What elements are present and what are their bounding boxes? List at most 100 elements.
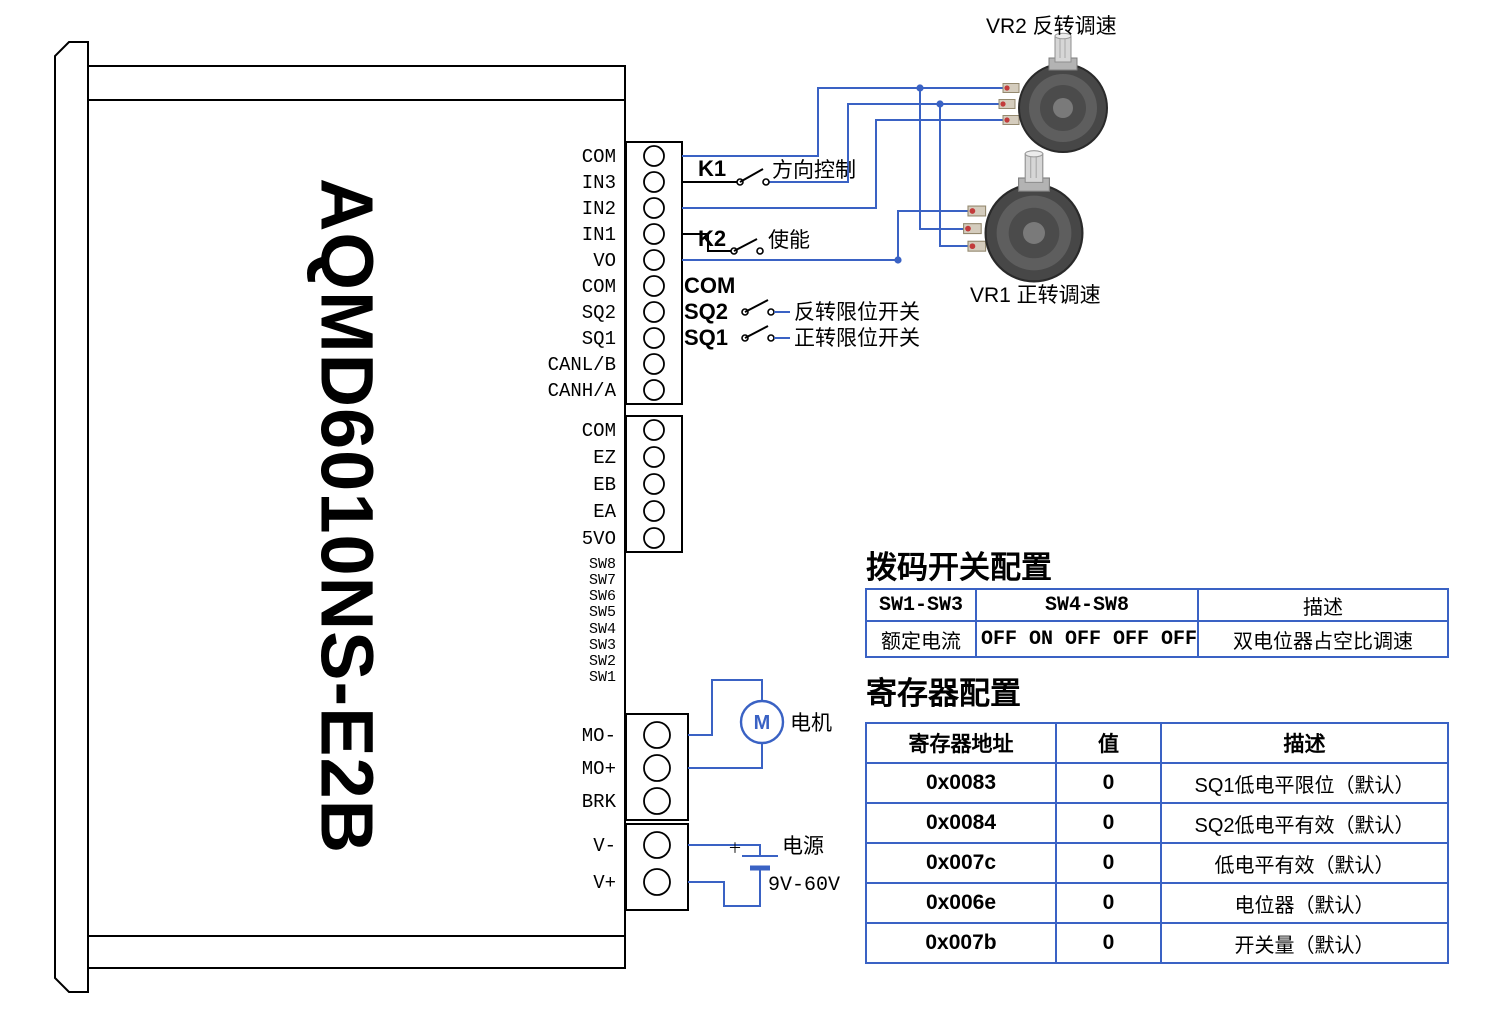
motor-terminal-block: MO- MO+ BRK — [582, 713, 689, 821]
dip-label: SW7 — [589, 572, 616, 589]
dip-label: SW6 — [589, 588, 616, 605]
table-cell: OFF ON OFF OFF OFF — [975, 620, 1199, 658]
table-cell: 0 — [1055, 802, 1162, 844]
device-body — [87, 65, 626, 969]
dip-label: SW4 — [589, 621, 616, 638]
table-cell: 低电平有效（默认） — [1160, 842, 1449, 884]
sq1-switch: SQ1 正转限位开关 — [684, 325, 920, 350]
device-flange — [54, 41, 89, 993]
pin-label: MO- — [582, 725, 616, 747]
pin-label: CANH/A — [548, 380, 617, 402]
vr2-label: VR2 反转调速 — [986, 15, 1117, 38]
pin-label: EB — [593, 474, 616, 496]
dip-label: SW5 — [589, 604, 616, 621]
table-cell: SQ1低电平限位（默认） — [1160, 762, 1449, 804]
table-header-cell: SW1-SW3 — [865, 588, 977, 622]
table-cell: 0x0084 — [865, 802, 1057, 844]
k1-description: 方向控制 — [772, 159, 856, 182]
table-header-cell: 值 — [1055, 722, 1162, 764]
k2-switch: K2 使能 — [682, 226, 810, 255]
pin-label: IN2 — [582, 198, 616, 220]
table-row: 0x007c 0 低电平有效（默认） — [865, 842, 1449, 884]
motor-symbol: M 电机 — [688, 679, 832, 769]
signal-wires — [682, 84, 1004, 264]
pin-label: V- — [593, 835, 616, 857]
table-cell: SQ2低电平有效（默认） — [1160, 802, 1449, 844]
table-row: 0x0084 0 SQ2低电平有效（默认） — [865, 802, 1449, 844]
pin-label: EZ — [593, 447, 616, 469]
vr1-potentiometer: VR1 正转调速 — [962, 149, 1101, 307]
pin-label: MO+ — [582, 758, 616, 780]
device-model: AQMD6010NS-E2B — [305, 177, 389, 855]
register-table: 寄存器地址 值 描述 0x0083 0 SQ1低电平限位（默认） 0x0084 … — [865, 722, 1449, 964]
table-row: 额定电流 OFF ON OFF OFF OFF 双电位器占空比调速 — [865, 620, 1449, 658]
k1-switch: K1 方向控制 — [682, 156, 856, 186]
k1-label: K1 — [698, 156, 726, 181]
table-header-row: 寄存器地址 值 描述 — [865, 722, 1449, 764]
motor-m: M — [754, 712, 771, 734]
table-cell: 0x006e — [865, 882, 1057, 924]
pin-label: COM — [582, 420, 616, 442]
encoder-terminal-block: COM EZ EB EA 5VO — [582, 415, 683, 553]
table-cell: 电位器（默认） — [1160, 882, 1449, 924]
pin-label: COM — [582, 146, 616, 168]
pin-label: V+ — [593, 872, 616, 894]
table-cell: 0 — [1055, 882, 1162, 924]
power-range: 9V-60V — [768, 874, 840, 897]
dip-label: SW2 — [589, 653, 616, 670]
pin-label: VO — [593, 250, 616, 272]
pin-label: 5VO — [582, 528, 616, 550]
dip-switch-labels: SW8 SW7 SW6 SW5 SW4 SW3 SW2 SW1 — [589, 556, 616, 686]
com-label: COM — [684, 273, 735, 298]
dip-label: SW1 — [589, 669, 616, 686]
table-cell: 0x007c — [865, 842, 1057, 884]
table-cell: 0x0083 — [865, 762, 1057, 804]
sq2-switch: SQ2 反转限位开关 — [684, 299, 920, 324]
dip-label: SW8 — [589, 556, 616, 573]
wire-junction — [894, 256, 902, 264]
pin-label: BRK — [582, 791, 617, 813]
pin-label: SQ1 — [582, 328, 616, 350]
wire-junction — [936, 100, 944, 108]
sq1-label: SQ1 — [684, 325, 728, 350]
pin-label: IN3 — [582, 172, 616, 194]
table-row: 0x0083 0 SQ1低电平限位（默认） — [865, 762, 1449, 804]
battery-symbol: ＋ 电源 9V-60V — [688, 835, 840, 907]
battery-plus: ＋ — [728, 840, 742, 856]
table-cell: 额定电流 — [865, 620, 977, 658]
io-terminal-block: COM IN3 IN2 IN1 VO COM SQ2 SQ1 CANL/B CA… — [548, 141, 683, 405]
table-cell: 开关量（默认） — [1160, 922, 1449, 964]
pin-label: SQ2 — [582, 302, 616, 324]
table-cell: 0 — [1055, 762, 1162, 804]
motor-label: 电机 — [790, 712, 832, 735]
sq2-label: SQ2 — [684, 299, 728, 324]
table-cell: 0 — [1055, 842, 1162, 884]
register-table-title: 寄存器配置 — [866, 676, 1021, 711]
power-label: 电源 — [782, 835, 824, 858]
table-header-cell: 描述 — [1197, 588, 1449, 622]
table-cell: 双电位器占空比调速 — [1197, 620, 1449, 658]
vr1-label: VR1 正转调速 — [970, 284, 1101, 307]
table-row: 0x007b 0 开关量（默认） — [865, 922, 1449, 964]
sq1-description: 正转限位开关 — [794, 327, 920, 350]
pin-label: IN1 — [582, 224, 616, 246]
pin-label: CANL/B — [548, 354, 616, 376]
table-row: 0x006e 0 电位器（默认） — [865, 882, 1449, 924]
table-header-row: SW1-SW3 SW4-SW8 描述 — [865, 588, 1449, 622]
dip-table-title: 拨码开关配置 — [866, 550, 1052, 585]
wire-junction — [916, 84, 924, 92]
table-header-cell: SW4-SW8 — [975, 588, 1199, 622]
dip-label: SW3 — [589, 637, 616, 654]
device-outline — [54, 41, 626, 993]
k2-description: 使能 — [768, 229, 810, 252]
pin-label: COM — [582, 276, 616, 298]
sq2-description: 反转限位开关 — [794, 301, 920, 324]
table-header-cell: 描述 — [1160, 722, 1449, 764]
table-cell: 0 — [1055, 922, 1162, 964]
dip-table: SW1-SW3 SW4-SW8 描述 额定电流 OFF ON OFF OFF O… — [865, 588, 1449, 658]
vr2-potentiometer: VR2 反转调速 — [986, 15, 1117, 153]
power-terminal-block: V- V+ — [593, 823, 689, 911]
table-header-cell: 寄存器地址 — [865, 722, 1057, 764]
